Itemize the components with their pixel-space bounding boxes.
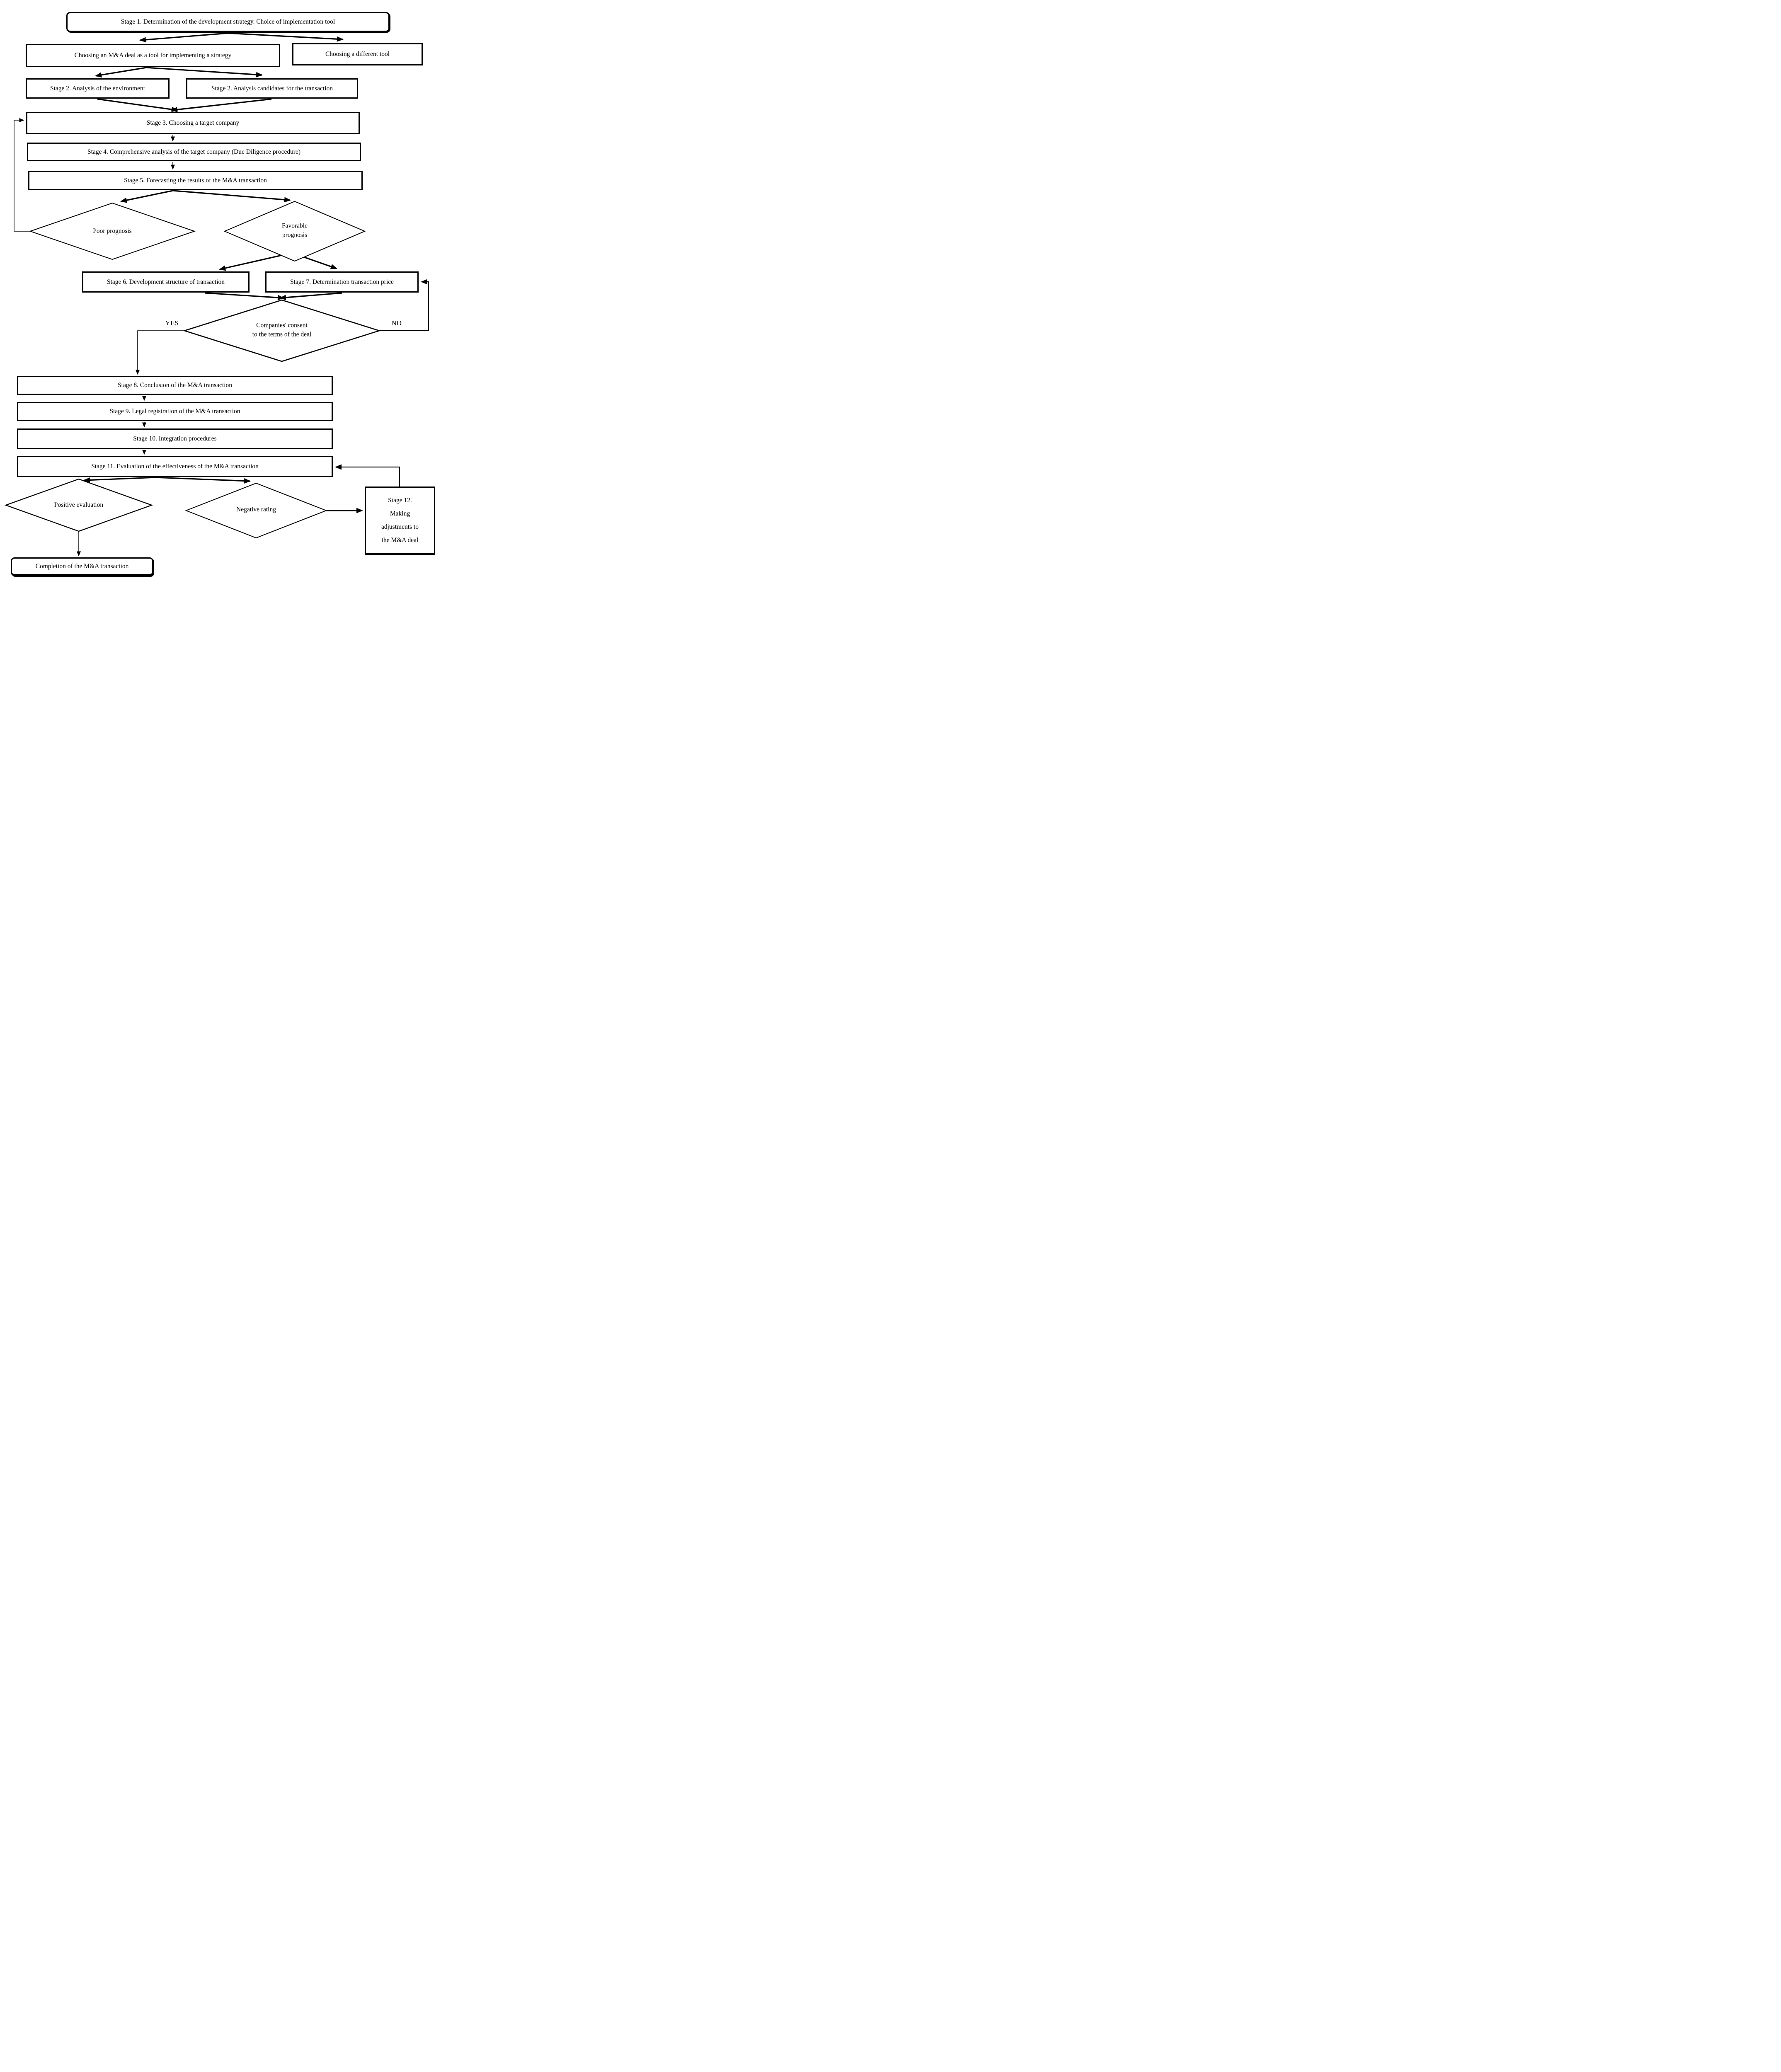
no-edge-label: NO <box>391 319 402 327</box>
poor-prognosis-diamond <box>29 202 196 260</box>
stage1-box: Stage 1. Determination of the developmen… <box>66 12 390 32</box>
decision-diamonds <box>4 201 381 539</box>
completion-box: Completion of the M&A transaction <box>11 557 153 576</box>
positive-evaluation-diamond <box>4 478 153 532</box>
branch-arrows <box>83 32 363 513</box>
stage8-box: Stage 8. Conclusion of the M&A transacti… <box>17 376 333 395</box>
stage7-box: Stage 7. Determination transaction price <box>265 271 419 293</box>
stage3-box: Stage 3. Choosing a target company <box>26 112 360 134</box>
consent-label: Companies' consent to the terms of the d… <box>252 322 312 338</box>
negative-rating-diamond <box>185 482 327 539</box>
stage5-box: Stage 5. Forecasting the results of the … <box>28 171 363 190</box>
negative-rating-label: Negative rating <box>236 506 276 513</box>
choosing-ma-deal-box: Choosing an M&A deal as a tool for imple… <box>26 44 280 67</box>
favorable-prognosis-diamond <box>223 201 366 262</box>
stage6-box: Stage 6. Development structure of transa… <box>82 271 250 293</box>
sequence-arrows <box>77 135 184 557</box>
yes-edge-label: YES <box>165 319 179 327</box>
flowchart-canvas: Stage 1. Determination of the developmen… <box>0 0 445 584</box>
stage2-candidates-box: Stage 2. Analysis candidates for the tra… <box>186 78 358 99</box>
stage2-environment-box: Stage 2. Analysis of the environment <box>26 78 170 99</box>
poor-prognosis-label: Poor prognosis <box>93 228 132 235</box>
stage9-box: Stage 9. Legal registration of the M&A t… <box>17 402 333 421</box>
stage10-box: Stage 10. Integration procedures <box>17 428 333 449</box>
favorable-prognosis-label: Favorable prognosis <box>282 222 308 238</box>
loop-arrows <box>14 118 429 487</box>
consent-diamond <box>182 299 381 362</box>
stage11-box: Stage 11. Evaluation of the effectivenes… <box>17 456 333 477</box>
stage4-box: Stage 4. Comprehensive analysis of the t… <box>27 143 361 161</box>
positive-evaluation-label: Positive evaluation <box>54 501 104 509</box>
connector-lines <box>4 32 429 557</box>
stage12-box: Stage 12. Making adjustments to the M&A … <box>365 487 435 555</box>
choosing-different-tool-box: Choosing a different tool <box>292 43 423 65</box>
